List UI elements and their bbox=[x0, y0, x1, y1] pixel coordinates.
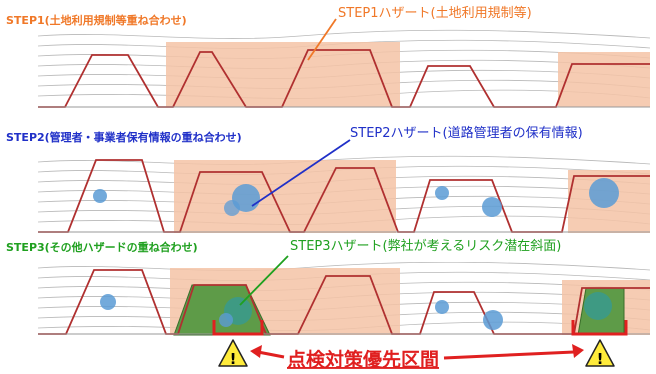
step1-panel: STEP1(土地利用規制等重ね合わせ) STEP1ハザート(土地利用規制等) bbox=[6, 5, 650, 108]
step2-info-circle bbox=[93, 189, 107, 203]
step1-terrain-profile bbox=[38, 49, 650, 108]
step2-info-circle bbox=[482, 197, 502, 217]
step2-callout-leader bbox=[251, 139, 351, 207]
priority-arrow-right bbox=[443, 350, 575, 360]
warning-icon: ! bbox=[585, 339, 615, 368]
step3-callout: STEP3ハザート(弊社が考えるリスク潜在斜面) bbox=[290, 238, 561, 254]
step3-callout-leader bbox=[239, 255, 289, 306]
priority-arrow-left-head bbox=[250, 345, 262, 358]
step2-callout: STEP2ハザート(道路管理者の保有情報) bbox=[350, 125, 583, 141]
warning-icon-mark: ! bbox=[230, 350, 237, 368]
step1-callout-leader bbox=[307, 18, 337, 61]
step1-callout: STEP1ハザート(土地利用規制等) bbox=[338, 5, 532, 21]
priority-label: 点検対策優先区間 bbox=[287, 348, 439, 371]
step2-info-circle bbox=[589, 178, 619, 208]
step1-hazard-zone-2 bbox=[558, 52, 650, 107]
step2-panel: STEP2(管理者・事業者保有情報の重ね合わせ) STEP2ハザート(道路管理者… bbox=[6, 125, 650, 233]
priority-arrow-right-head bbox=[572, 344, 584, 358]
priority-bracket-2 bbox=[571, 320, 628, 336]
step3-info-circle bbox=[483, 310, 503, 330]
step2-info-circle bbox=[224, 200, 240, 216]
priority-banner: ! 点検対策優先区間 ! bbox=[218, 339, 615, 371]
priority-arrow-left bbox=[257, 350, 285, 359]
step1-title: STEP1(土地利用規制等重ね合わせ) bbox=[6, 13, 187, 27]
step2-info-circle bbox=[435, 186, 449, 200]
step2-title: STEP2(管理者・事業者保有情報の重ね合わせ) bbox=[6, 130, 242, 144]
step2-terrain-profile bbox=[38, 159, 650, 233]
step3-info-circle bbox=[100, 294, 116, 310]
step3-info-circle bbox=[219, 313, 233, 327]
step3-panel: STEP3(その他ハザードの重ね合わせ) STEP3ハザート(弊社が考えるリスク… bbox=[6, 238, 650, 336]
step3-info-circle bbox=[435, 300, 449, 314]
step3-info-circle bbox=[584, 292, 612, 320]
warning-icon-mark: ! bbox=[597, 350, 604, 368]
warning-icon: ! bbox=[218, 339, 248, 368]
step3-title: STEP3(その他ハザードの重ね合わせ) bbox=[6, 240, 198, 254]
priority-bracket-1 bbox=[212, 320, 264, 336]
